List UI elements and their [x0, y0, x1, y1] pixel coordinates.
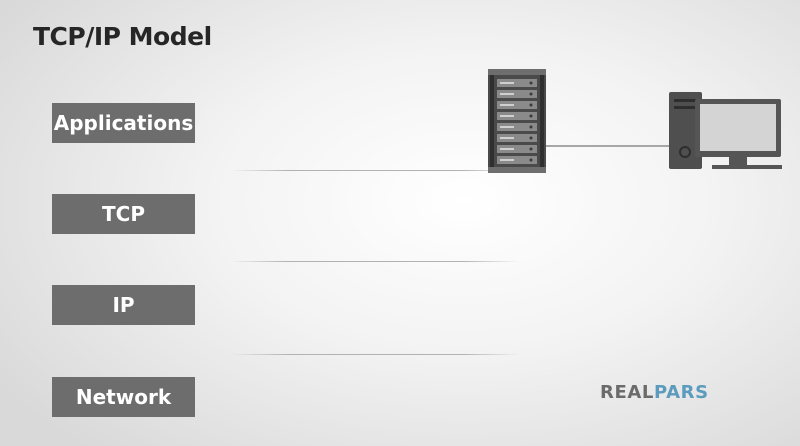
server-rack-icon — [488, 69, 546, 173]
layer-ip: IP — [52, 285, 195, 325]
desktop-computer-icon — [669, 92, 782, 169]
layer-tcp: TCP — [52, 194, 195, 234]
realpars-logo: REALPARS — [600, 382, 709, 403]
layer-separator-3 — [230, 354, 520, 355]
layer-separator-2 — [230, 261, 520, 262]
layer-network: Network — [52, 377, 195, 417]
layer-applications: Applications — [52, 103, 195, 143]
layer-separator-1 — [230, 170, 520, 171]
diagram-title: TCP/IP Model — [33, 22, 212, 51]
